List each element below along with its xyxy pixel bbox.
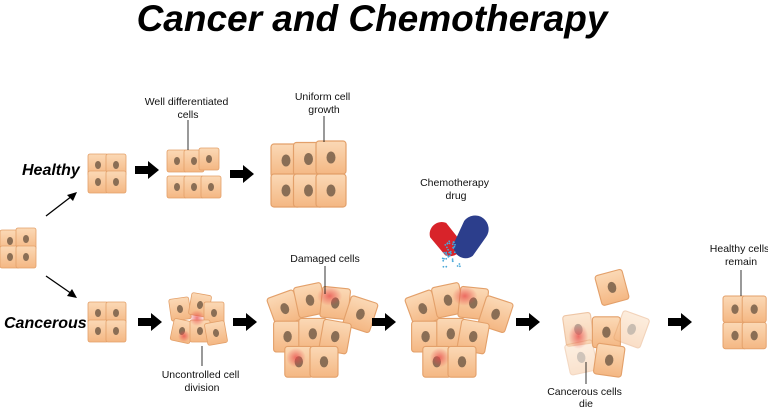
label-chemotherapy-drug: Chemotherapy drug [420,177,492,202]
uniform-growth-cells [270,140,347,208]
branch-arrow-up [45,192,77,217]
healthy-cells-remain [722,295,767,350]
label-uncontrolled-division: Uncontrolled cell division [162,369,243,394]
capsule-icon [429,215,489,268]
block-arrow-right-icon [230,165,254,183]
cancerous-cells-small [87,301,127,343]
label-damaged-cells: Damaged cells [290,253,359,265]
block-arrow-right-icon [135,161,159,179]
block-arrow-right-icon [233,313,257,331]
block-arrow-right-icon [138,313,162,331]
block-arrow-right-icon [372,313,396,331]
uncontrolled-division-cells [168,291,229,347]
healthy-cells-small [87,153,127,194]
block-arrow-right-icon [668,313,692,331]
row-label-healthy: Healthy [22,162,81,179]
origin-cell-cluster [0,227,37,269]
label-well-differentiated: Well differentiated cells [145,96,232,121]
block-arrow-right-icon [516,313,540,331]
label-uniform-growth: Uniform cell growth [295,91,353,116]
label-cancerous-cells-die: Cancerous cells die [547,386,625,409]
dying-cells-cluster [561,268,651,379]
damaged-cells-cluster [265,281,380,378]
well-differentiated-cells [166,147,222,199]
page-title: Cancer and Chemotherapy [137,0,610,39]
branch-arrow-down [45,275,77,298]
treated-cells-cluster [403,281,515,378]
callout-lines [187,116,742,384]
row-label-cancerous: Cancerous [4,315,87,332]
label-healthy-cells-remain: Healthy cells remain [710,243,768,268]
